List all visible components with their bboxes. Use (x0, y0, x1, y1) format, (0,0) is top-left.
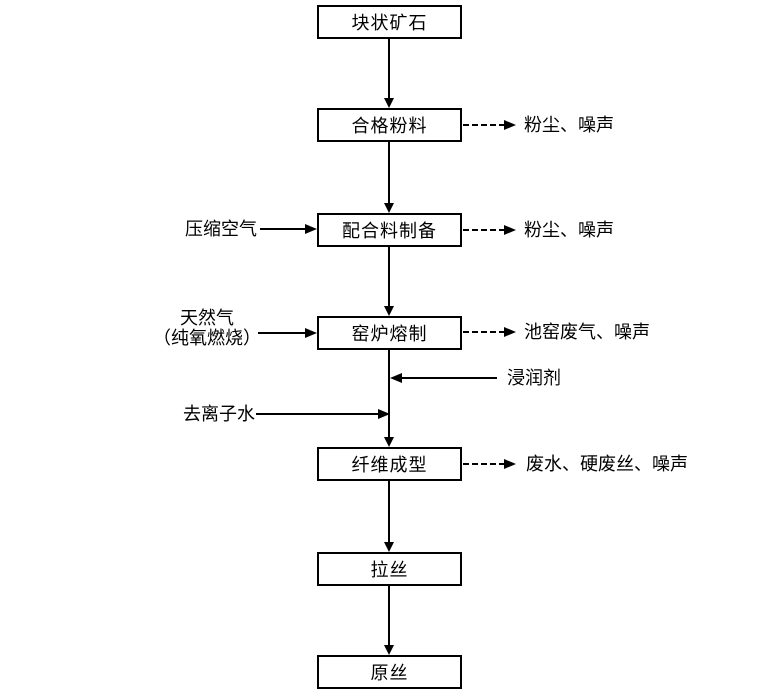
input-sizing-agent-label: 浸润剂 (507, 368, 561, 389)
arrowhead-right-icon (504, 120, 516, 130)
arrowhead-down-icon (384, 542, 394, 552)
emission-kiln-exhaust-noise-label: 池窑废气、噪声 (524, 322, 650, 343)
arrowhead-right-icon (305, 328, 317, 338)
arrow-qualified-powder-to-batch (388, 142, 390, 205)
input-deionized-water-label: 去离子水 (183, 404, 255, 425)
emission-wastewater-noise-label: 废水、硬废丝、噪声 (526, 454, 688, 475)
node-fiber-forming: 纤维成型 (317, 447, 462, 481)
node-label: 原丝 (370, 663, 409, 684)
node-lump-ore: 块状矿石 (317, 5, 462, 39)
node-drawing: 拉丝 (317, 552, 462, 586)
arrowhead-down-icon (384, 98, 394, 108)
dashed-arrow-fiber-forming-emission (463, 463, 505, 465)
arrowhead-right-icon (504, 225, 516, 235)
node-label: 纤维成型 (351, 455, 428, 476)
emission-dust-noise-1-label: 粉尘、噪声 (524, 115, 614, 136)
node-kiln-melting: 窑炉熔制 (317, 316, 462, 350)
arrow-lump-ore-to-qualified-powder (388, 39, 390, 100)
arrowhead-right-icon (504, 327, 516, 337)
input-natural-gas-label: 天然气 （纯氧燃烧） (147, 309, 267, 349)
arrowhead-down-icon (384, 645, 394, 655)
arrow-batch-to-kiln (388, 247, 390, 308)
dashed-arrow-kiln-emission (463, 331, 505, 333)
node-label: 合格粉料 (351, 116, 428, 137)
input-natural-gas-line1: 天然气 (180, 308, 234, 329)
node-raw-strand: 原丝 (317, 655, 462, 689)
input-compressed-air-label: 压缩空气 (185, 219, 257, 240)
node-label: 窑炉熔制 (351, 324, 428, 345)
arrow-natural-gas (258, 332, 306, 334)
dashed-arrow-batch-emission (463, 229, 505, 231)
arrow-sizing-agent (402, 377, 497, 379)
node-batch-preparation: 配合料制备 (317, 213, 462, 247)
dashed-arrow-qualified-powder-emission (463, 124, 505, 126)
node-label: 配合料制备 (342, 221, 437, 242)
arrowhead-right-icon (305, 224, 317, 234)
node-label: 拉丝 (370, 560, 409, 581)
arrowhead-right-icon (378, 409, 390, 419)
node-label: 块状矿石 (351, 13, 428, 34)
arrowhead-down-icon (384, 203, 394, 213)
arrowhead-right-icon (504, 459, 516, 469)
input-natural-gas-line2: （纯氧燃烧） (153, 328, 261, 349)
arrow-deionized-water (256, 413, 379, 415)
arrow-compressed-air (260, 228, 306, 230)
arrowhead-down-icon (384, 437, 394, 447)
arrowhead-down-icon (384, 306, 394, 316)
arrowhead-left-icon (390, 373, 402, 383)
arrow-fiber-forming-to-drawing (388, 481, 390, 544)
arrow-kiln-to-fiber-forming (388, 350, 390, 439)
emission-dust-noise-2-label: 粉尘、噪声 (524, 220, 614, 241)
arrow-drawing-to-raw-strand (388, 586, 390, 647)
node-qualified-powder: 合格粉料 (317, 108, 462, 142)
